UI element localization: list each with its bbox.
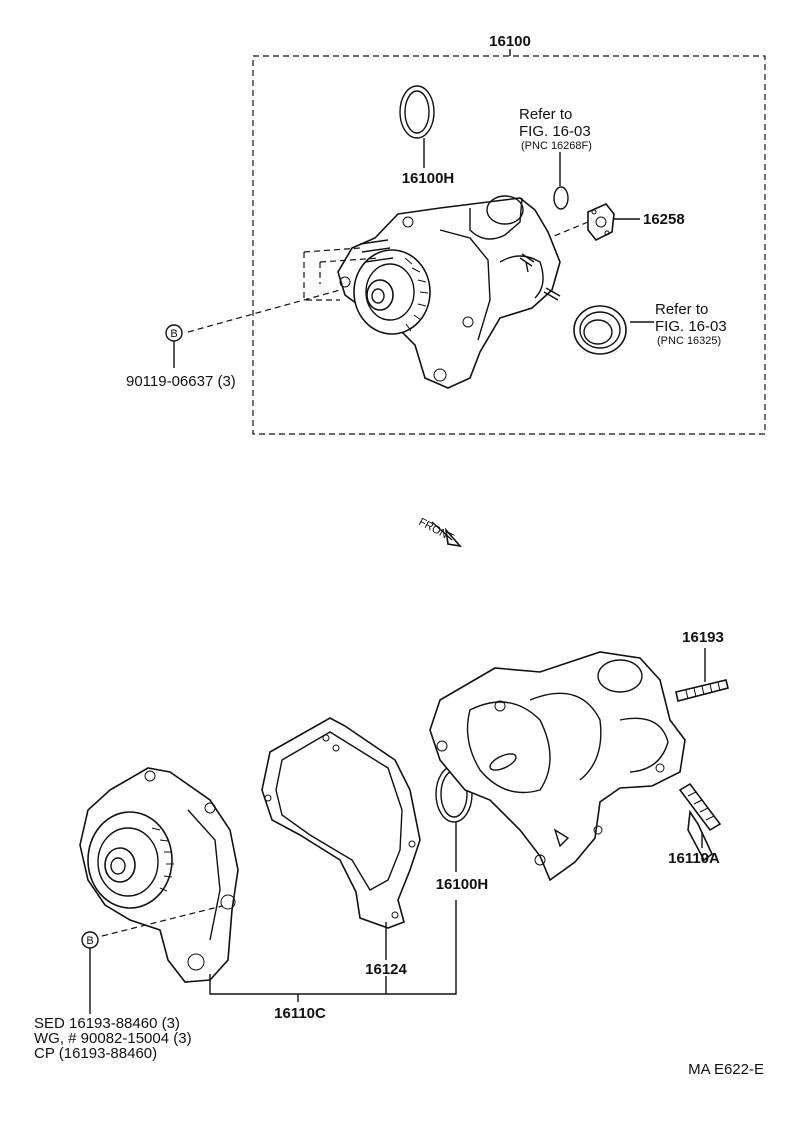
- note-wg: WG, # 90082-15004 (3): [34, 1030, 192, 1047]
- assembly-boundary-box: [252, 55, 766, 435]
- water-pump-top: [337, 195, 561, 389]
- oil-seal: [573, 305, 627, 355]
- top-assembly-group: 16100 16100H Refer to FIG. 16-03 (PNC 16…: [126, 33, 766, 435]
- pump-housing: [429, 651, 686, 882]
- svg-text:B: B: [86, 935, 93, 947]
- front-arrow: FRONT: [417, 516, 463, 548]
- stud-16193: [675, 648, 729, 702]
- label-16100H-bottom: 16100H: [436, 876, 489, 893]
- small-oring: [553, 186, 569, 210]
- bolt-marker-top: B: [165, 324, 183, 368]
- label-16124: 16124: [365, 961, 407, 978]
- bolt-marker-bottom: B: [81, 931, 99, 1014]
- refer-note-1-line1: Refer to: [519, 106, 572, 123]
- label-bolt-top: 90119-06637 (3): [126, 373, 236, 390]
- note-sed: SED 16193-88460 (3): [34, 1015, 180, 1032]
- water-pump-bottom: [79, 767, 239, 983]
- oring-top: [399, 85, 435, 168]
- refer-note-2-line1: Refer to: [655, 301, 708, 318]
- label-16258: 16258: [643, 211, 685, 228]
- note-cp: CP (16193-88460): [34, 1045, 157, 1062]
- label-16110C: 16110C: [274, 1005, 326, 1022]
- gasket-16124: [261, 717, 421, 960]
- refer-note-2-line2: FIG. 16-03: [655, 318, 727, 335]
- bottom-assembly-group: B 16124 16100H: [34, 629, 729, 1062]
- label-16100H-top: 16100H: [402, 170, 455, 187]
- label-16193: 16193: [682, 629, 724, 646]
- svg-text:B: B: [170, 328, 177, 340]
- gasket-16258: [587, 203, 640, 242]
- stud-16110A: [678, 782, 722, 862]
- refer-note-1-pnc: (PNC 16268F): [521, 140, 592, 152]
- refer-note-1-line2: FIG. 16-03: [519, 123, 591, 140]
- drawing-code: MA E622-E: [688, 1061, 764, 1078]
- refer-note-2-pnc: (PNC 16325): [657, 335, 721, 347]
- label-16100: 16100: [489, 33, 531, 50]
- label-16110A: 16110A: [668, 850, 720, 867]
